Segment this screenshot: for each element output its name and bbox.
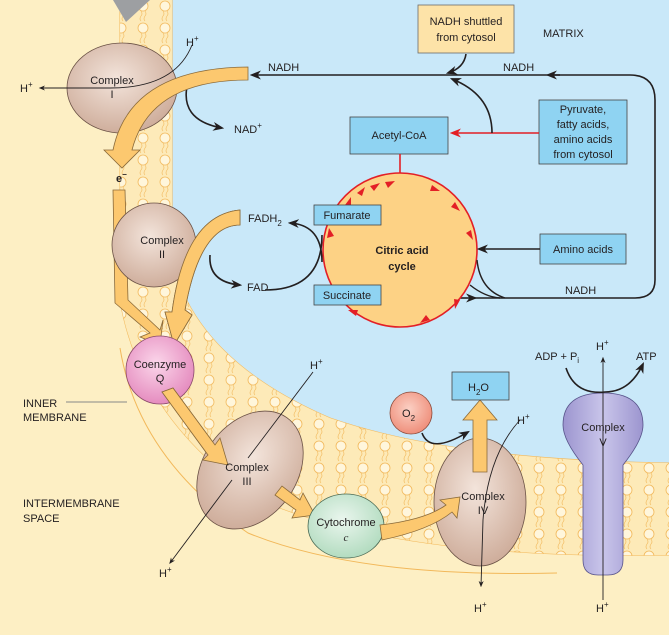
succinate-text: Succinate	[323, 290, 371, 302]
complex-iii-h-in: H+	[310, 357, 323, 372]
coenzyme-q-label-2: Q	[156, 373, 165, 385]
complex-iv-label-2: IV	[478, 505, 489, 517]
atp-synthesis-arrow	[565, 361, 644, 394]
nad-plus-label: NAD+	[234, 121, 262, 136]
shuttle-arrow	[445, 53, 467, 75]
cycle-label-2: cycle	[388, 261, 416, 273]
electron-arrow-coq-to-iii-top	[161, 387, 229, 466]
nadh-label-top: NADH	[268, 62, 299, 74]
complex-i-h-in: H+	[186, 34, 199, 49]
intermembrane-label-1: INTERMEMBRANE	[23, 498, 120, 510]
inner-membrane-label-2: MEMBRANE	[23, 412, 87, 424]
complex-ii-label-1: Complex	[140, 235, 184, 247]
cycle-arrowheads	[327, 181, 473, 323]
pyruvate-box	[538, 99, 628, 165]
oxygen-arrow	[421, 430, 470, 445]
complex-iii-proton-line-in	[247, 371, 314, 459]
amino-acids-text: Amino acids	[553, 244, 613, 256]
complex-iv-h-out: H+	[474, 600, 487, 615]
electron-arrow-iv-to-h2o	[462, 399, 498, 473]
nadh-main-line	[475, 74, 656, 299]
fumarate-box	[313, 204, 382, 226]
pyruvate-nadh-arrow	[449, 78, 493, 134]
complex-iii-label-1: Complex	[225, 462, 269, 474]
intermembrane-label-2: SPACE	[23, 513, 59, 525]
complex-v-h-out: H+	[596, 338, 609, 353]
complex-iv-proton-line	[478, 419, 521, 588]
electron-arrow-cytc-to-iv	[379, 496, 461, 541]
fadh2-label: FADH2	[248, 213, 282, 228]
fumarate-text: Fumarate	[323, 210, 370, 222]
nadh-shuttled-text-1: NADH shuttled	[430, 16, 503, 28]
acetyl-coa-text: Acetyl-CoA	[371, 130, 427, 142]
succinate-box	[313, 284, 382, 306]
membrane-fold-triangle	[113, 0, 150, 22]
complex-iii-label-2: III	[242, 476, 251, 488]
electron-label: e−	[116, 170, 127, 185]
acetyl-coa-box	[349, 116, 449, 155]
complex-i-proton-line	[38, 44, 193, 91]
cytochrome-c-label-2: c	[344, 532, 349, 544]
coenzyme-q-label-1: Coenzyme	[134, 359, 187, 371]
complex-i-h-out: H+	[20, 80, 33, 95]
fad-label: FAD	[247, 282, 268, 294]
matrix-label: MATRIX	[543, 28, 584, 40]
complex-i-label-1: Complex	[90, 75, 134, 87]
atp-label: ATP	[636, 351, 657, 363]
coenzyme-q	[125, 335, 195, 405]
oxygen-molecule	[389, 391, 433, 435]
pyruvate-text-2: fatty acids,	[557, 119, 610, 131]
oxygen-label: O2	[402, 408, 416, 423]
pyruvate-text-1: Pyruvate,	[560, 104, 606, 116]
nadh-label-cycle: NADH	[565, 285, 596, 297]
pyruvate-text-4: from cytosol	[553, 149, 612, 161]
adp-pi-label: ADP + Pi	[535, 351, 579, 365]
complex-v-h-in: H+	[596, 600, 609, 615]
inner-membrane-label-1: INNER	[23, 398, 57, 410]
h2o-text: H2O	[468, 382, 489, 397]
h2o-box	[451, 371, 510, 401]
electron-arrow-iii-to-cytc	[274, 485, 316, 519]
nadh-label-top-right: NADH	[503, 62, 534, 74]
cytochrome-c-label-1: Cytochrome	[316, 517, 375, 529]
fad-loop	[264, 234, 323, 291]
cycle-label-1: Citric acid	[375, 245, 428, 257]
fad-arrow	[209, 254, 243, 289]
nadh-shuttled-box	[417, 4, 515, 54]
complex-i-label-2: I	[110, 89, 113, 101]
pyruvate-text-3: amino acids	[554, 134, 613, 146]
complex-iv-h-in: H+	[517, 412, 530, 427]
nadh-shuttled-text-2: from cytosol	[436, 32, 495, 44]
electron-arrow-complex-i	[103, 66, 249, 169]
complex-iii-proton-line-out	[169, 479, 233, 565]
complex-iv-label-1: Complex	[461, 491, 505, 503]
complex-ii-label-2: II	[159, 249, 165, 261]
complex-iii-h-out: H+	[159, 565, 172, 580]
